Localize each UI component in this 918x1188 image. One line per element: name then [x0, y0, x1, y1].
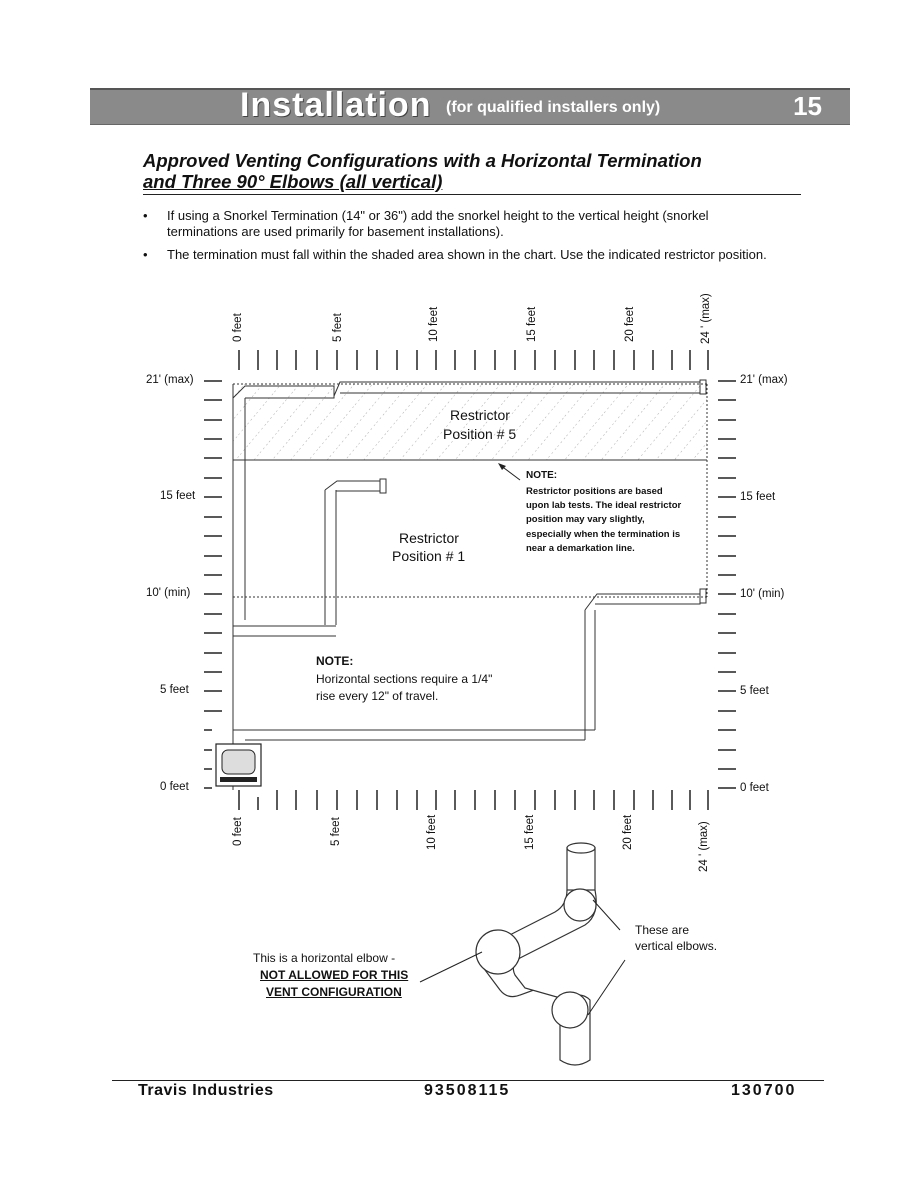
footer-company: Travis Industries — [138, 1082, 274, 1099]
top-x-label: 0 feet — [232, 313, 244, 342]
vertical-elbow-pointer-upper — [592, 899, 621, 931]
note2-line: Horizontal sections require a 1/4" — [316, 672, 493, 686]
note1-line: near a demarkation line. — [526, 543, 635, 554]
left-y-label: 5 feet — [160, 684, 189, 696]
right-y-label: 21' (max) — [740, 374, 788, 386]
top-x-label: 10 feet — [428, 306, 440, 342]
note1-line: Restrictor positions are based — [526, 486, 663, 497]
bullet-dot: • — [143, 247, 148, 262]
note2-line: rise every 12" of travel. — [316, 689, 439, 703]
vent-path-mid — [233, 478, 387, 637]
top-x-label: 15 feet — [526, 306, 538, 342]
header-subtitle: (for qualified installers only) — [446, 99, 661, 116]
header-bar: Installation (for qualified installers o… — [90, 86, 850, 125]
bottom-x-label: 24 ' (max) — [698, 821, 710, 872]
note1-line: position may vary slightly, — [526, 514, 645, 525]
bullet-dot: • — [143, 208, 148, 223]
vertical-elbow-label-line1: These are — [635, 923, 690, 937]
header-title: Installation — [240, 86, 432, 124]
restrictor1-label: Restrictor — [399, 530, 459, 546]
vent-path-min — [233, 588, 707, 741]
bullet-text: If using a Snorkel Termination (14" or 3… — [167, 208, 709, 239]
top-x-label: 20 feet — [624, 306, 636, 342]
title-rule — [143, 194, 801, 195]
note1-title: NOTE: — [526, 470, 558, 481]
vertical-elbow-label-line2: vertical elbows. — [635, 939, 718, 953]
note1-line: upon lab tests. The ideal restrictor — [526, 500, 682, 511]
footer-date-code: 130700 — [731, 1082, 797, 1099]
right-ticks — [718, 380, 736, 789]
note1-line: especially when the termination is — [526, 529, 681, 540]
top-x-label: 5 feet — [332, 313, 344, 342]
bottom-x-label: 5 feet — [330, 817, 342, 846]
top-ticks — [238, 350, 709, 370]
section-title-line2: and Three 90° Elbows (all vertical) — [143, 171, 443, 192]
left-y-label: 15 feet — [160, 490, 196, 502]
restrictor5-position: Position # 5 — [443, 426, 517, 442]
bullet-text: The termination must fall within the sha… — [167, 247, 767, 262]
section-title: Approved Venting Configurations with a H… — [143, 150, 803, 192]
horizontal-elbow-pointer — [419, 951, 483, 983]
top-x-label: 24 ' (max) — [700, 293, 712, 344]
footer-part-number: 93508115 — [424, 1082, 511, 1099]
bottom-x-label: 20 feet — [622, 814, 634, 850]
page-number: 15 — [793, 91, 822, 121]
right-y-label: 15 feet — [740, 491, 776, 503]
right-y-label: 0 feet — [740, 782, 769, 794]
left-ticks — [204, 380, 222, 789]
right-y-label: 10' (min) — [740, 588, 785, 600]
restrictor5-zone — [233, 384, 707, 460]
bottom-x-label: 10 feet — [426, 814, 438, 850]
note-arrow-head — [498, 463, 506, 470]
left-y-label: 10' (min) — [146, 587, 191, 599]
horizontal-elbow-label: This is a horizontal elbow - — [253, 951, 396, 965]
not-allowed-line2: VENT CONFIGURATION — [266, 985, 402, 999]
note2-title: NOTE: — [316, 654, 354, 668]
vertical-elbow-pointer-lower — [587, 959, 626, 1016]
footer-rule — [112, 1080, 824, 1081]
not-allowed-line1: NOT ALLOWED FOR THIS — [260, 968, 409, 982]
bottom-x-label: 15 feet — [524, 814, 536, 850]
stove-icon — [215, 743, 262, 787]
bullet-item: • If using a Snorkel Termination (14" or… — [143, 208, 783, 242]
elbow-illustration — [475, 842, 597, 1066]
left-y-label: 0 feet — [160, 781, 189, 793]
vent-path-max — [232, 379, 707, 620]
right-y-label: 5 feet — [740, 685, 769, 697]
bullet-item: • The termination must fall within the s… — [143, 247, 783, 281]
bottom-x-label: 0 feet — [232, 817, 244, 846]
restrictor1-position: Position # 1 — [392, 548, 466, 564]
section-title-line1: Approved Venting Configurations with a H… — [143, 150, 702, 171]
bottom-ticks — [238, 790, 709, 810]
restrictor5-label: Restrictor — [450, 407, 510, 423]
left-y-label: 21' (max) — [146, 374, 194, 386]
